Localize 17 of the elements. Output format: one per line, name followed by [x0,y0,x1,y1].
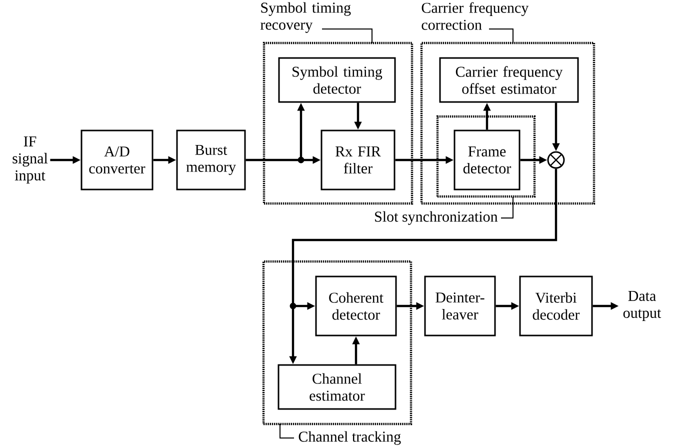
block-box: Carrier frequency offset estimator [439,57,579,103]
block-box: Viterbi decoder [519,276,593,336]
group-label: Channel tracking [298,431,401,445]
block-box: Deinter- leaver [424,276,496,336]
signal-label: Data output [623,291,662,322]
multiplier-symbol [547,151,565,169]
block-box: Coherent detector [315,276,397,336]
block-box: A/D converter [80,130,154,190]
signal-label: IF signal input [12,136,48,184]
group-label: Slot synchronization [375,211,498,225]
block-box: Burst memory [176,130,246,190]
block-box: Rx FIR filter [320,130,396,190]
block-box: Symbol timing detector [278,57,396,103]
group-label: Symbol timing recovery [260,2,351,33]
group-label: Carrier frequency correction [422,2,529,30]
block-box: Frame detector [454,130,520,190]
block-box: Channel estimator [278,364,396,410]
